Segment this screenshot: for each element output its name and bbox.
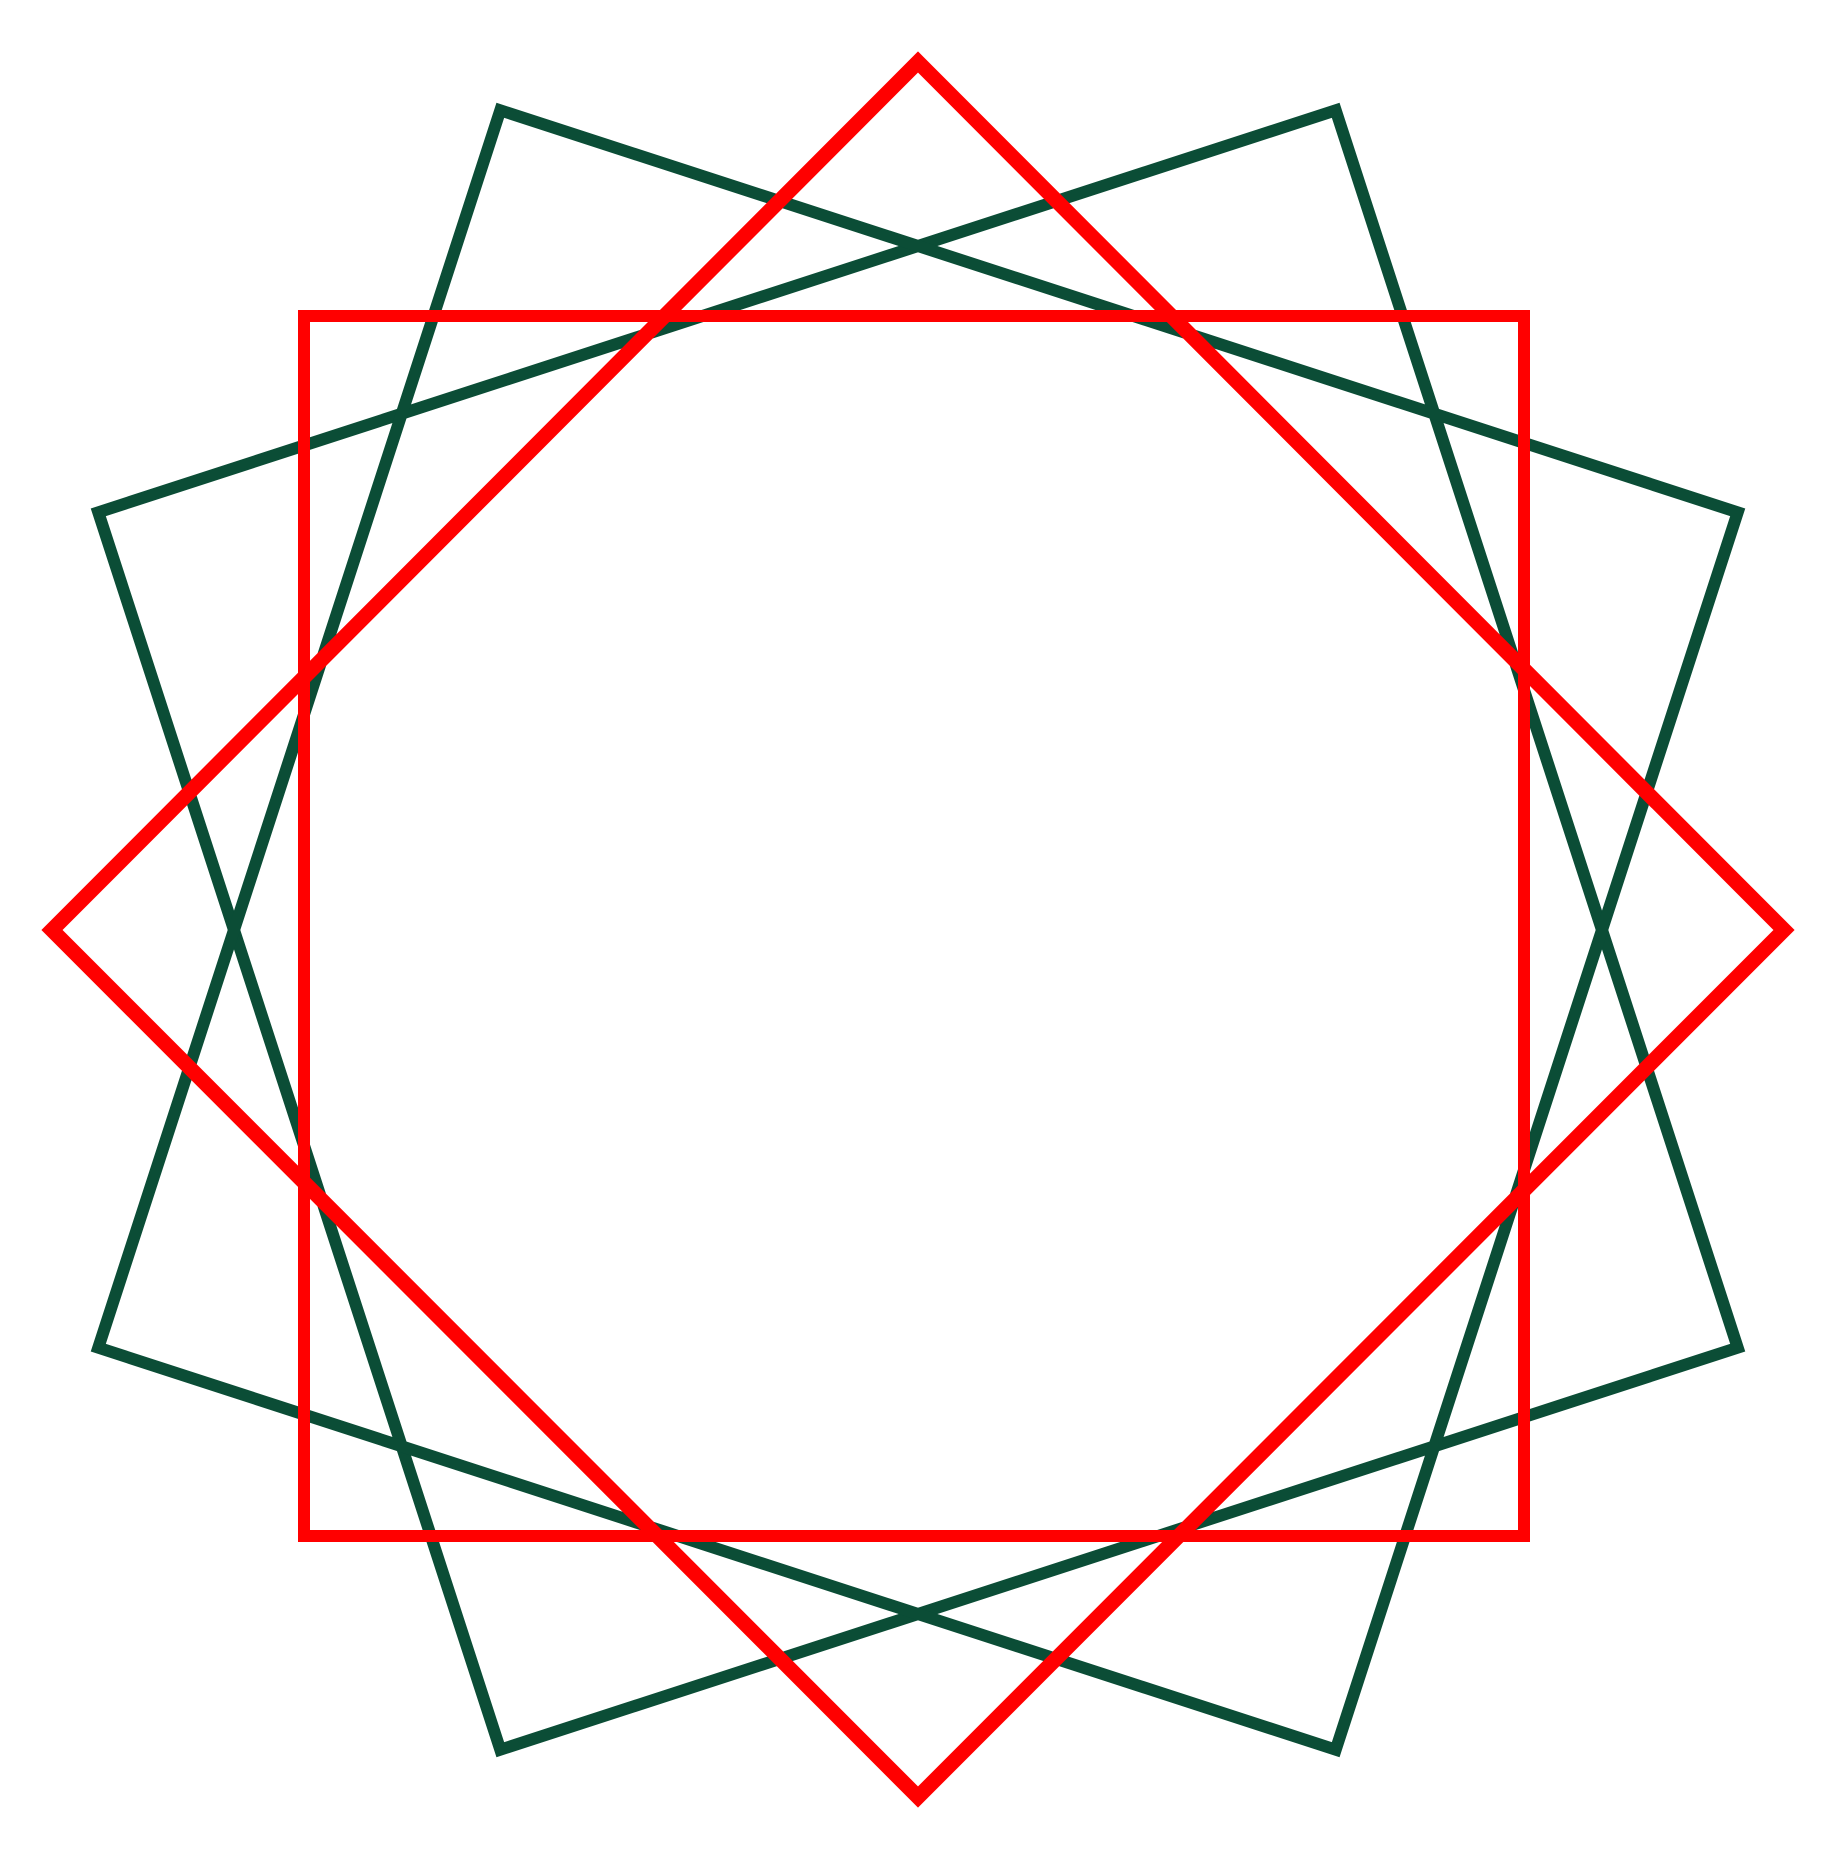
green-square-rotated-72 (90, 102, 1746, 1758)
green-square-rotated-18-b (90, 102, 1746, 1758)
red-square-axis-aligned (298, 310, 1530, 1542)
red-square-diamond (41, 51, 1795, 1808)
